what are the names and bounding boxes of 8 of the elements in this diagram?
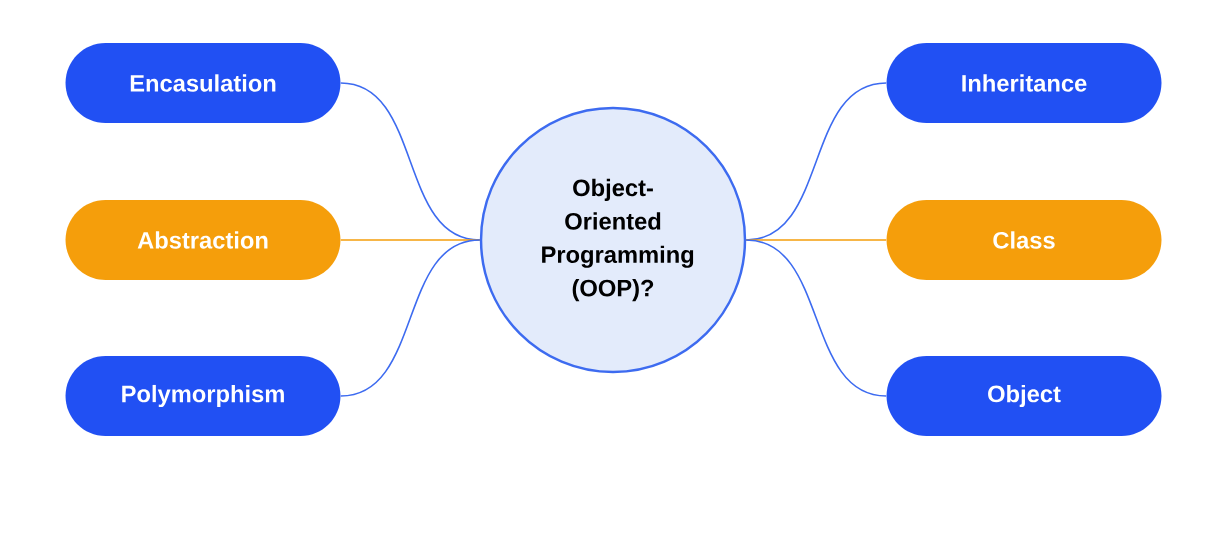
concept-pill: Polymorphism — [65, 356, 341, 436]
concept-pill: Object — [886, 356, 1162, 436]
connector-line — [340, 239, 481, 397]
concept-pill: Encasulation — [65, 43, 341, 123]
concept-pill: Abstraction — [65, 200, 341, 280]
connector-line — [745, 239, 887, 397]
concept-pill: Class — [886, 200, 1162, 280]
concept-pill: Inheritance — [886, 43, 1162, 123]
